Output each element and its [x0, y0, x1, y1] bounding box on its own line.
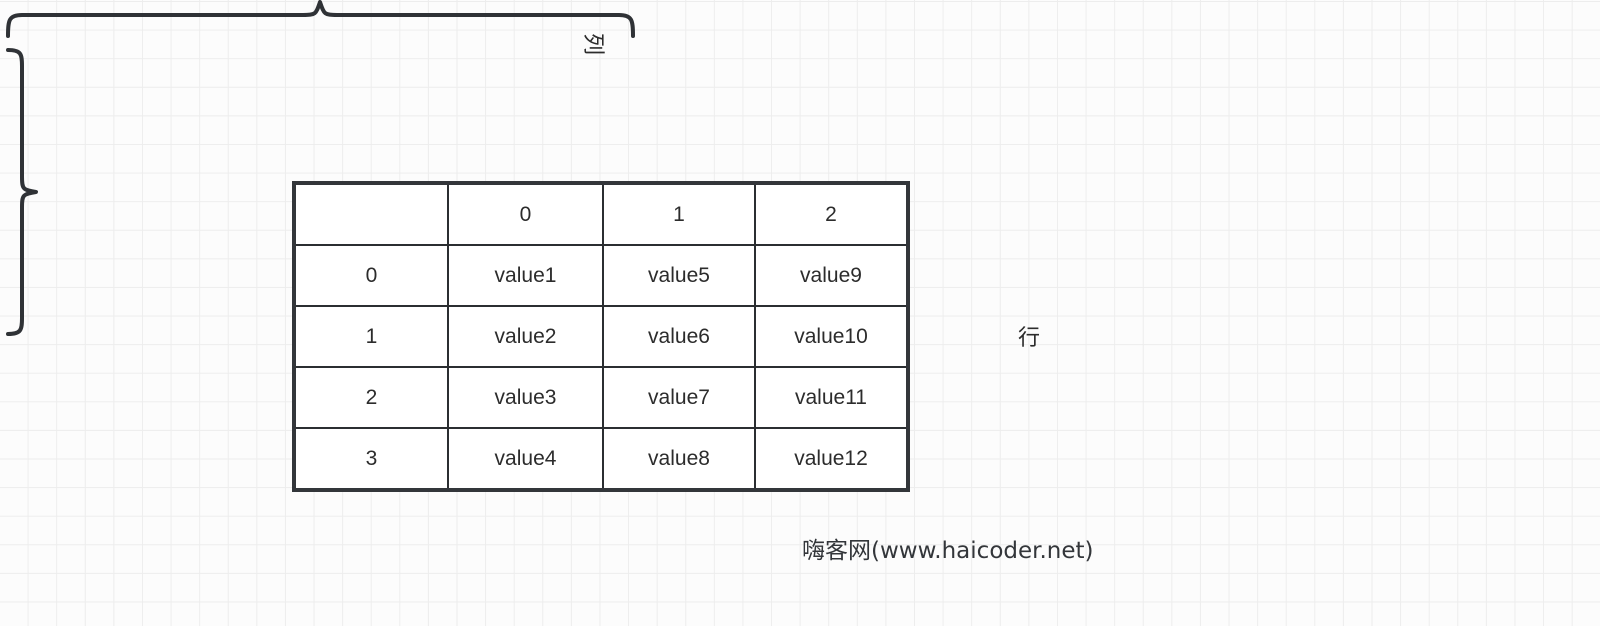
column-axis-label: 列: [580, 32, 606, 56]
column-brace: [0, 0, 650, 44]
cell-r1-c1: value6: [602, 305, 756, 368]
row-header-0: 0: [293, 244, 449, 307]
table-row: 3 value4 value8 value12: [293, 427, 909, 491]
cell-r3-c1: value8: [602, 427, 756, 491]
row-brace: [0, 44, 40, 340]
row-brace-svg: [6, 48, 38, 336]
table-row: 1 value2 value6 value10: [293, 305, 909, 368]
cell-r2-c1: value7: [602, 366, 756, 429]
row-header-3: 3: [293, 427, 449, 491]
row-header-1: 1: [293, 305, 449, 368]
cell-r0-c0: value1: [447, 244, 604, 307]
cell-r0-c2: value9: [754, 244, 909, 307]
row-axis-label: 行: [1018, 326, 1041, 351]
data-table: 0 1 2 0 value1 value5 value9 1 value2 va…: [292, 181, 910, 492]
cell-r1-c0: value2: [447, 305, 604, 368]
cell-r2-c2: value11: [754, 366, 909, 429]
cell-r2-c0: value3: [447, 366, 604, 429]
column-header-1: 1: [602, 182, 756, 246]
cell-r3-c0: value4: [447, 427, 604, 491]
table-corner-cell: [293, 182, 449, 246]
cell-r3-c2: value12: [754, 427, 909, 491]
table-row: 0 value1 value5 value9: [293, 244, 909, 307]
cell-r1-c2: value10: [754, 305, 909, 368]
watermark-text: 嗨客网(www.haicoder.net): [802, 538, 1094, 564]
column-brace-svg: [6, 0, 635, 38]
row-header-2: 2: [293, 366, 449, 429]
table-row: 2 value3 value7 value11: [293, 366, 909, 429]
table-header-row: 0 1 2: [293, 182, 909, 246]
column-header-2: 2: [754, 182, 909, 246]
column-header-0: 0: [447, 182, 604, 246]
cell-r0-c1: value5: [602, 244, 756, 307]
